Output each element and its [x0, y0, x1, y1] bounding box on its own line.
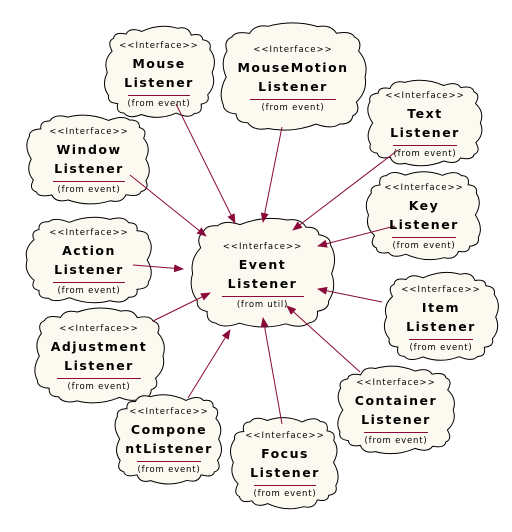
- mouse-motion-listener-name-line-1: MouseMotion: [237, 60, 349, 75]
- item-listener-name-line-2: Listener: [406, 319, 476, 334]
- arrow-component-listener-to-event-listener: [187, 329, 231, 399]
- arrow-action-listener-to-event-listener: [132, 264, 184, 273]
- container-listener-stereotype: <<Interface>>: [356, 378, 436, 388]
- focus-listener-separator: [254, 484, 316, 486]
- focus-listener-name-line-2: Listener: [250, 464, 320, 480]
- adjustment-listener-stereotype: <<Interface>>: [59, 324, 139, 334]
- arrow-mouse-listener-to-event-listener: [175, 103, 236, 224]
- key-listener-name-line-2: Listener: [389, 217, 459, 232]
- mouse-listener-separator: [128, 94, 190, 96]
- mouse-listener-name-line-1: Mouse: [132, 55, 186, 71]
- container-listener-name-line-2: Listener: [361, 412, 431, 427]
- component-listener-node[interactable]: <<Interface>> Compone ntListener (from even…: [118, 407, 220, 475]
- window-listener-stereotype: <<Interface>>: [49, 127, 129, 137]
- action-listener-name-line-1: Action: [62, 243, 116, 258]
- component-listener-separator: [137, 461, 201, 462]
- component-listener-stereotype: <<Interface>>: [129, 407, 209, 417]
- item-listener-package: (from event): [409, 343, 473, 353]
- text-listener-package: (from event): [393, 149, 457, 159]
- text-listener-separator: [393, 145, 457, 146]
- center-name-line-1: Event: [238, 256, 287, 272]
- center-separator: [221, 295, 304, 297]
- focus-listener-stereotype: <<Interface>>: [245, 430, 325, 441]
- item-listener-name-line-1: Item: [421, 300, 461, 315]
- container-listener-separator: [364, 432, 428, 433]
- container-listener-package: (from event): [364, 436, 428, 446]
- key-listener-name-line-1: Key: [408, 198, 440, 213]
- arrow-text-listener-to-event-listener: [292, 149, 399, 231]
- window-listener-separator: [53, 181, 125, 182]
- key-listener-separator: [392, 237, 456, 238]
- center-package: (from util): [236, 299, 289, 310]
- focus-listener-name-line-1: Focus: [261, 445, 309, 461]
- component-listener-name-line-2: ntListener: [125, 441, 213, 456]
- text-listener-stereotype: <<Interface>>: [385, 91, 465, 101]
- mouse-listener-stereotype: <<Interface>>: [119, 40, 199, 51]
- mouse-motion-listener-cloud-shape: [220, 22, 367, 131]
- mouse-listener-name-line-2: Listener: [124, 74, 194, 90]
- arrow-window-listener-to-event-listener: [129, 174, 207, 237]
- mouse-listener-package: (from event): [127, 98, 191, 109]
- arrow-item-listener-to-event-listener: [317, 286, 383, 303]
- container-listener-cloud-shape: [337, 365, 455, 455]
- arrow-adjustment-listener-to-event-listener: [152, 292, 211, 322]
- text-listener-name-line-2: Listener: [390, 125, 460, 140]
- focus-listener-package: (from event): [253, 488, 317, 499]
- text-listener-name-line-1: Text: [407, 106, 443, 121]
- focus-listener-cloud-shape: [230, 417, 339, 510]
- adjustment-listener-package: (from event): [67, 382, 131, 392]
- action-listener-package: (from event): [57, 286, 121, 296]
- component-listener-package: (from event): [137, 465, 201, 475]
- mouse-motion-listener-package: (from event): [261, 103, 325, 113]
- container-listener-name-line-1: Container: [354, 393, 438, 408]
- window-listener-name-line-1: Window: [56, 142, 122, 157]
- adjustment-listener-name-line-2: Listener: [64, 358, 134, 373]
- key-listener-package: (from event): [392, 241, 456, 251]
- center-stereotype: <<Interface>>: [222, 241, 303, 252]
- adjustment-listener-separator: [57, 378, 141, 379]
- window-listener-name-line-2: Listener: [54, 161, 124, 176]
- action-listener-stereotype: <<Interface>>: [49, 228, 129, 238]
- item-listener-stereotype: <<Interface>>: [401, 285, 481, 295]
- arrow-mouse-motion-listener-to-event-listener: [260, 126, 283, 223]
- adjustment-listener-name-line-1: Adjustment: [50, 339, 148, 354]
- key-listener-stereotype: <<Interface>>: [384, 183, 464, 193]
- action-listener-name-line-2: Listener: [54, 262, 124, 277]
- center-cloud-shape: [190, 217, 336, 328]
- arrow-focus-listener-to-event-listener: [260, 317, 283, 425]
- action-listener-cloud-shape: [25, 216, 152, 304]
- arrow-container-listener-to-event-listener: [286, 305, 361, 373]
- center-name-line-2: Listener: [227, 275, 298, 291]
- arrow-key-listener-to-event-listener: [317, 225, 396, 248]
- mouse-motion-listener-stereotype: <<Interface>>: [253, 45, 333, 55]
- component-listener-name-line-1: Compone: [130, 422, 208, 437]
- window-listener-package: (from event): [57, 185, 121, 195]
- item-listener-separator: [409, 339, 473, 340]
- mouse-motion-listener-separator: [250, 99, 336, 100]
- text-listener-cloud-shape: [367, 79, 483, 167]
- action-listener-separator: [53, 282, 125, 283]
- mouse-motion-listener-name-line-2: Listener: [258, 79, 328, 94]
- item-listener-cloud-shape: [383, 271, 499, 361]
